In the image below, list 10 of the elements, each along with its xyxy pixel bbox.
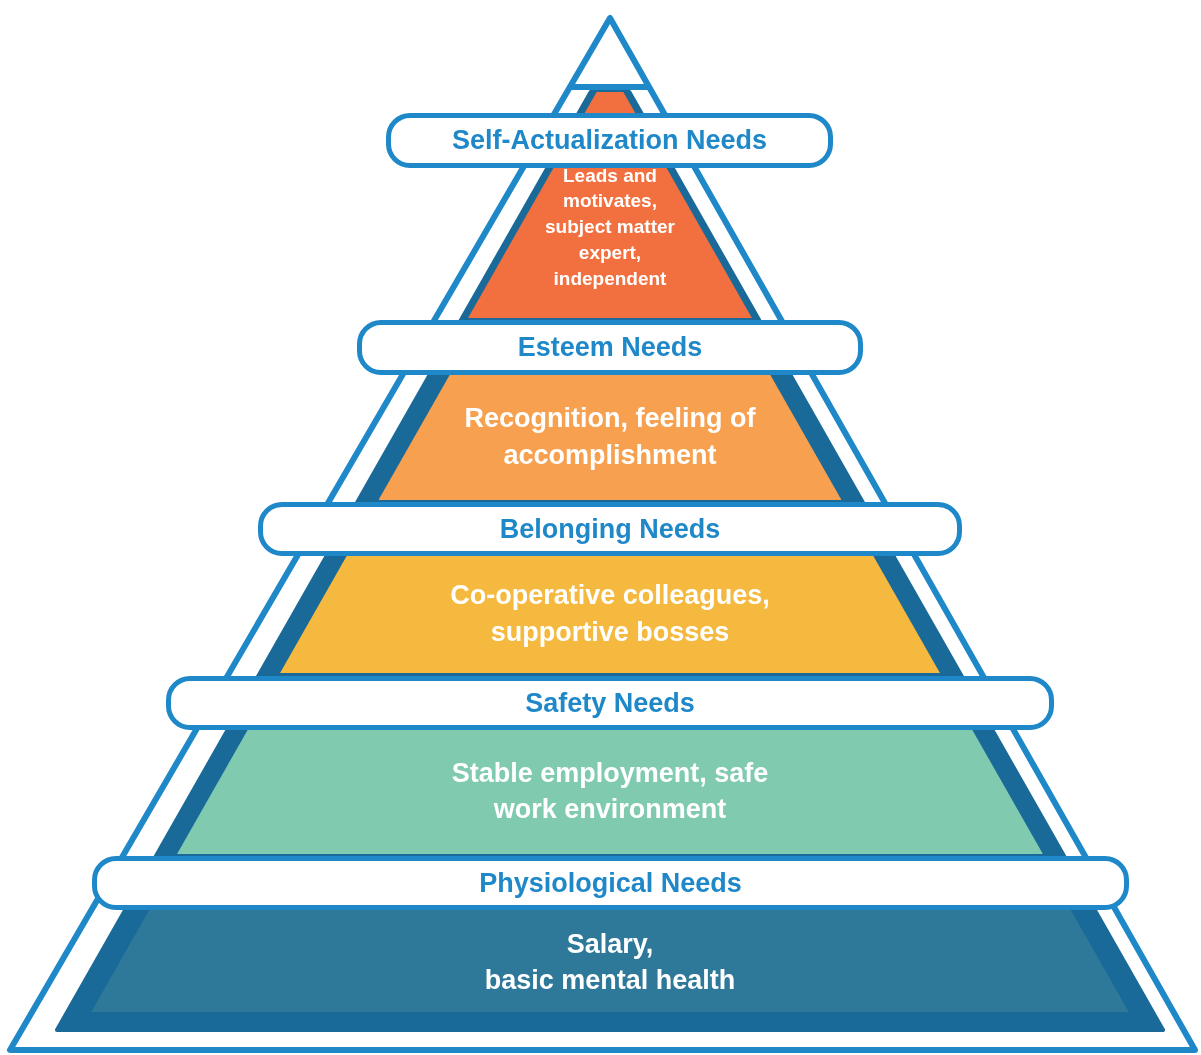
tier-description: basic mental health [483,964,737,998]
tier-description: Stable employment, safe work environment [450,756,770,827]
tier-label: Self-Actualization Needs [386,113,833,168]
tier-description: Salary, [565,927,655,961]
tier-description: Co-operative colleagues, supportive bosses [449,579,771,649]
tier-label: Esteem Needs [357,320,863,375]
tier-description: Recognition, feeling of accomplishment [463,402,757,472]
tier-label: Belonging Needs [258,502,962,556]
tier-label: Physiological Needs [92,856,1129,910]
tier-label: Safety Needs [166,676,1054,730]
